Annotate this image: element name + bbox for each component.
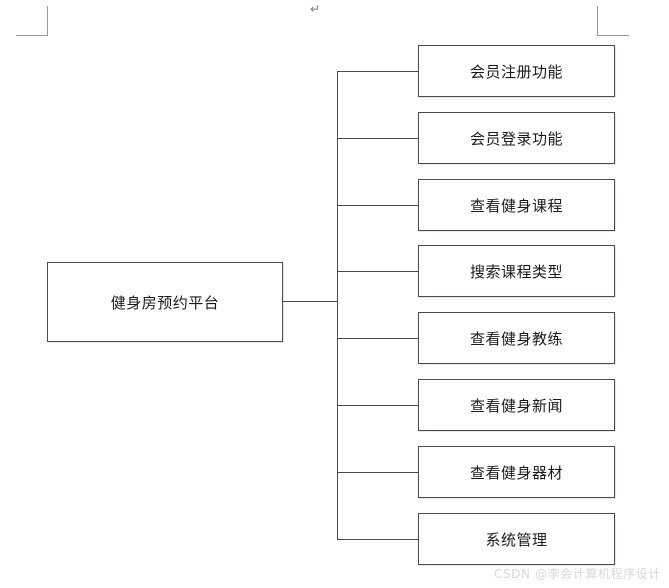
connector-branch-3 <box>337 205 418 207</box>
paragraph-mark-icon: ↵ <box>310 2 321 16</box>
node-child-7-label: 查看健身器材 <box>469 463 563 482</box>
node-child-1: 会员注册功能 <box>418 45 615 97</box>
node-root-label: 健身房预约平台 <box>110 293 220 312</box>
node-child-2-label: 会员登录功能 <box>469 129 563 148</box>
page-margin-mark-top-left <box>16 6 48 36</box>
node-child-3-label: 查看健身课程 <box>469 196 563 215</box>
connector-root-stub <box>283 301 338 303</box>
connector-branch-5 <box>337 338 418 340</box>
node-child-5: 查看健身教练 <box>418 312 615 364</box>
node-child-8: 系统管理 <box>418 513 615 565</box>
connector-trunk <box>337 71 339 539</box>
node-child-8-label: 系统管理 <box>485 530 548 549</box>
connector-branch-6 <box>337 405 418 407</box>
node-child-6-label: 查看健身新闻 <box>469 396 563 415</box>
connector-branch-7 <box>337 472 418 474</box>
connector-branch-8 <box>337 539 418 541</box>
node-child-7: 查看健身器材 <box>418 446 615 498</box>
node-root: 健身房预约平台 <box>47 262 283 342</box>
node-child-4: 搜索课程类型 <box>418 245 615 297</box>
node-child-5-label: 查看健身教练 <box>469 329 563 348</box>
connector-branch-2 <box>337 138 418 140</box>
csdn-watermark: CSDN @李会计算机程序设计 <box>493 567 661 581</box>
connector-branch-4 <box>337 271 418 273</box>
page-margin-mark-top-right <box>597 6 629 36</box>
node-child-1-label: 会员注册功能 <box>469 62 563 81</box>
connector-branch-1 <box>337 71 418 73</box>
node-child-6: 查看健身新闻 <box>418 379 615 431</box>
node-child-2: 会员登录功能 <box>418 112 615 164</box>
node-child-3: 查看健身课程 <box>418 179 615 231</box>
node-child-4-label: 搜索课程类型 <box>469 262 563 281</box>
